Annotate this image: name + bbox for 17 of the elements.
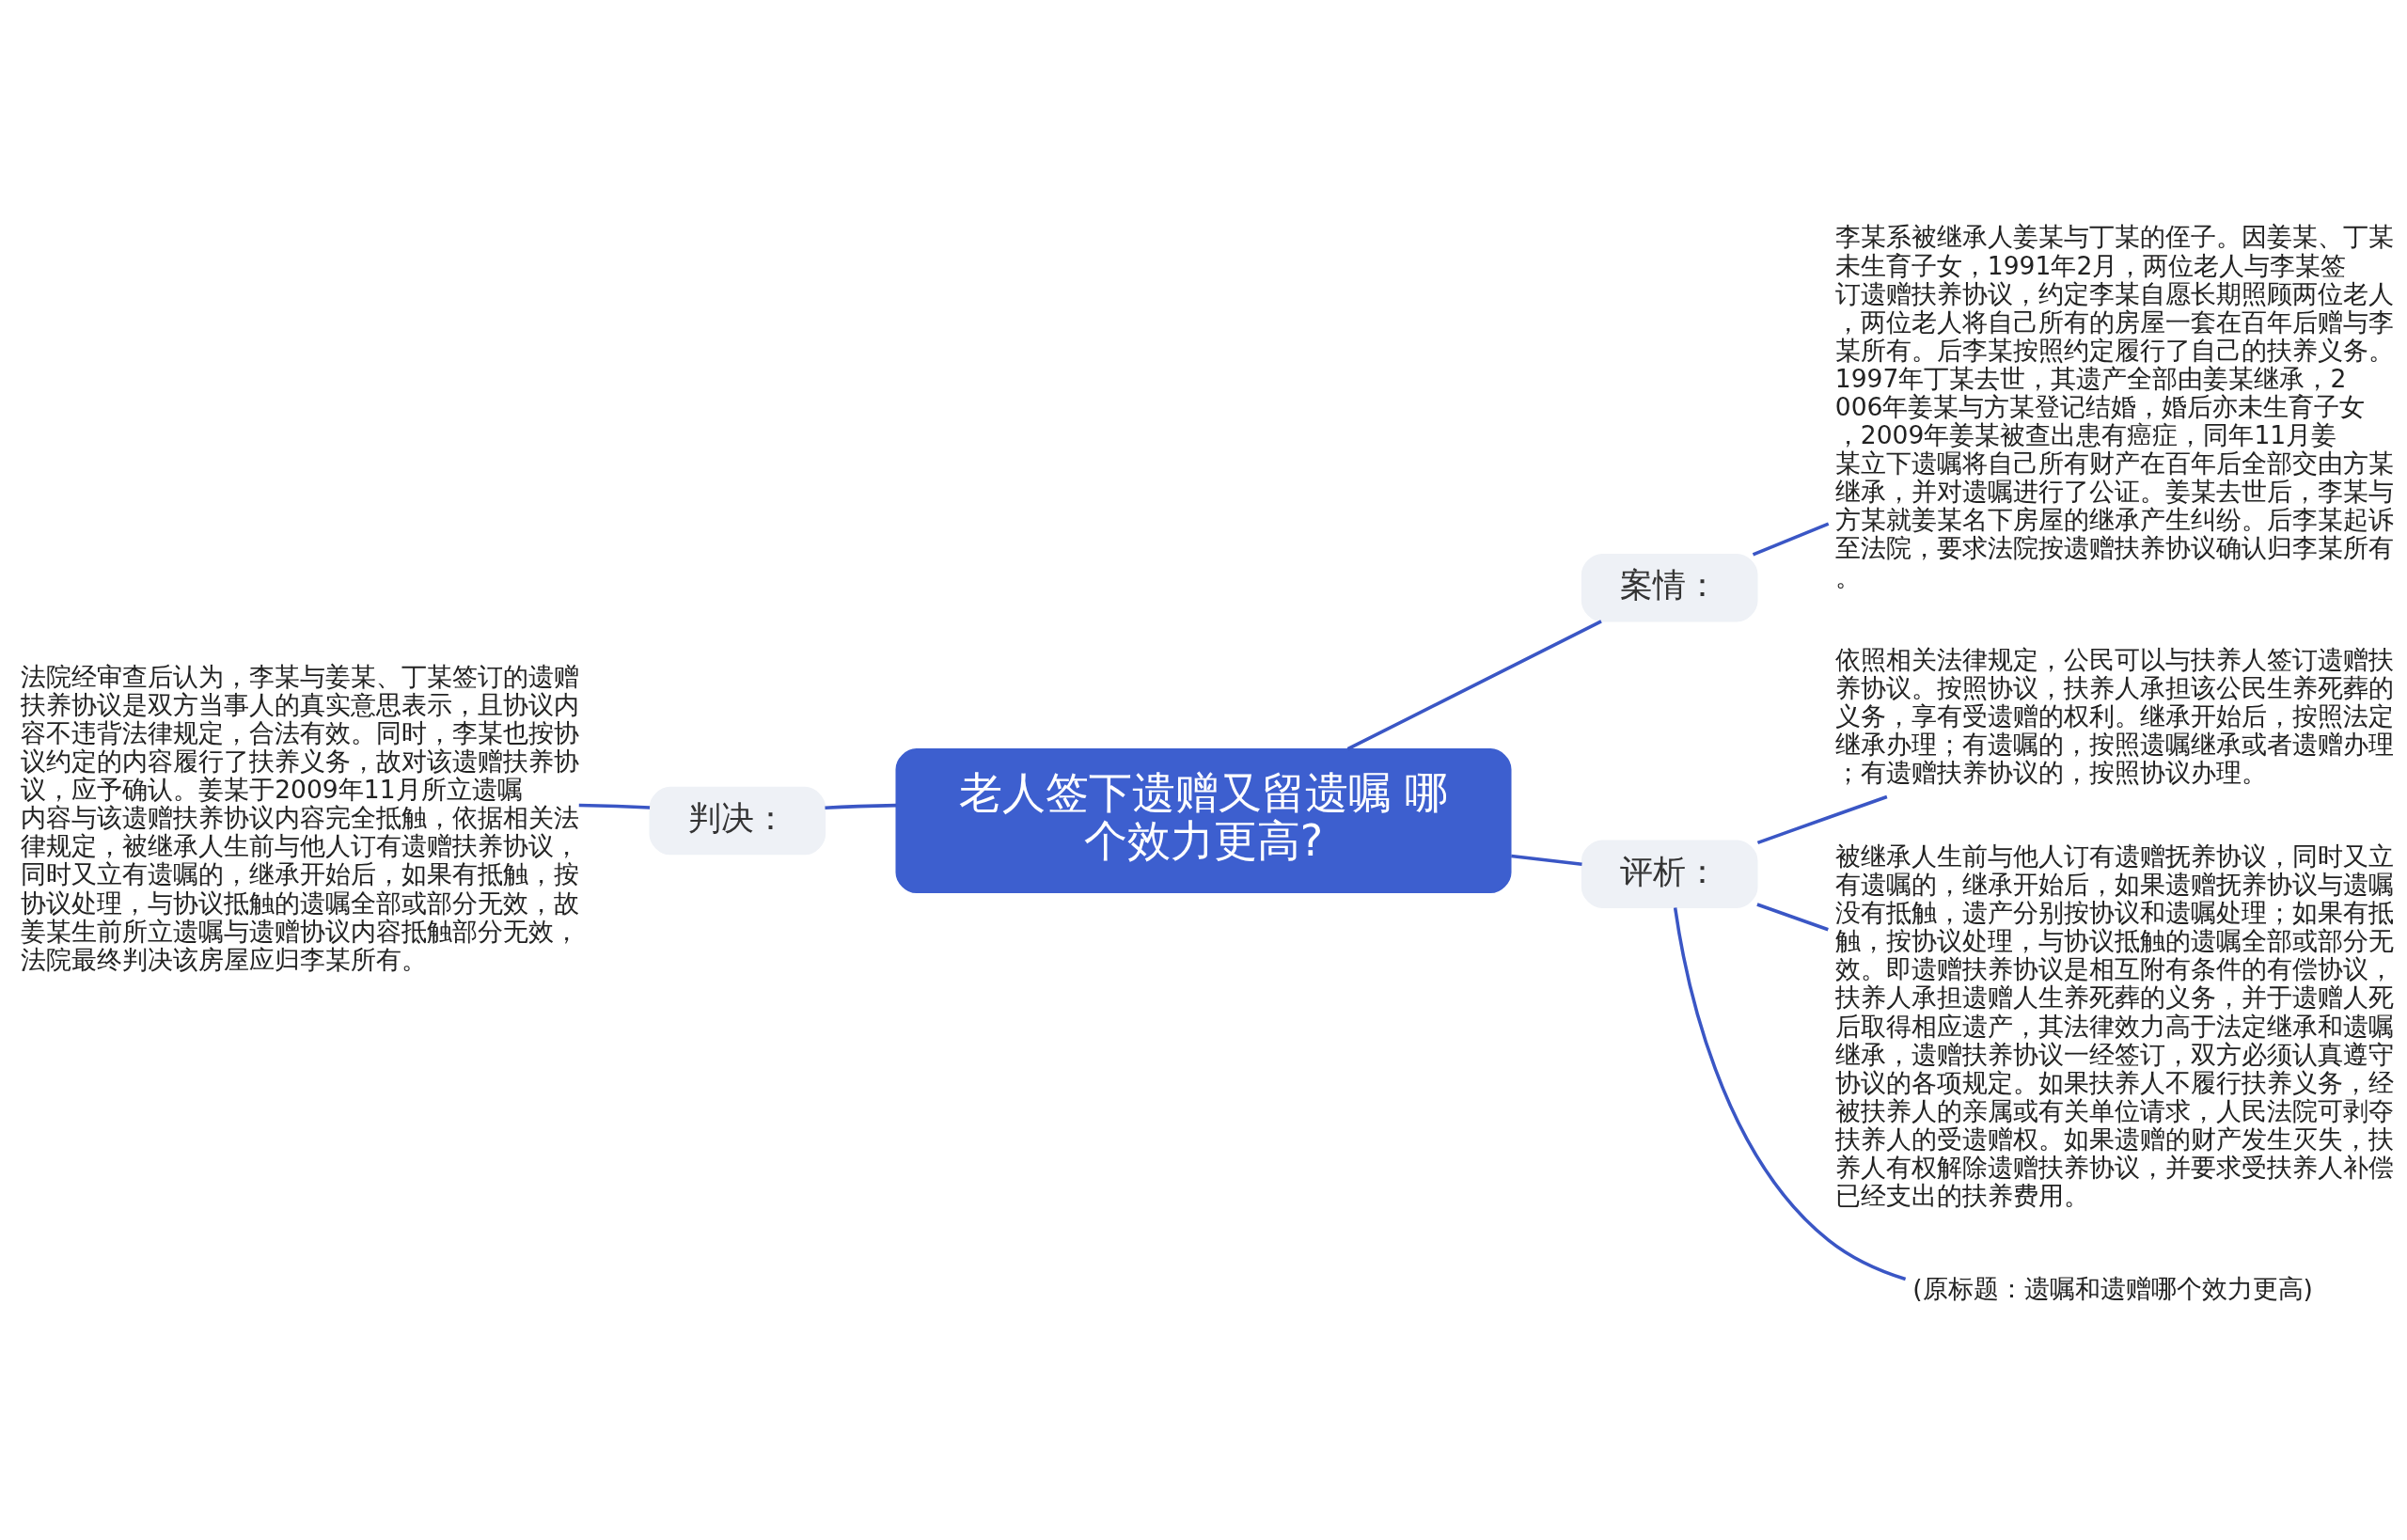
node-box: 老人签下遗赠又留遗嘱 哪个效力更高? [895,747,1512,893]
node-text: (原标题：遗嘱和遗赠哪个效力更高) [1912,1273,2313,1303]
connector [825,803,897,809]
connector [1756,794,1888,844]
connector [578,803,651,809]
connector [1511,854,1582,866]
node-box: 判决： [649,786,826,855]
node-box: 案情： [1581,553,1758,621]
connector [1752,522,1830,556]
connector [1673,906,1907,1281]
node-box: 评析： [1581,839,1758,908]
node-text: 李某系被继承人姜某与丁某的侄子。因姜某、丁某未生育子女，1991年2月，两位老人与李某签订遗赠扶养协议，约定李某自愿长期照顾两位老人，两位老人将自己所有的房屋一套在百年后赠与李某所有。后李某按照约定履行了自己的扶养义务。1997年丁某去世，其遗产全部由姜某继承，2006年姜某与方某登记结婚，婚后亦未生育子女，2009年姜某被查出患有癌症，同年11月姜某立下遗嘱将自己所有财产在百年后全部交由方某继承，并对遗嘱进行了公证。姜某去世后，李某与方某就姜某名下房屋的继承产生纠纷。后李某起诉至法院，要求法院按遗赠扶养协议确认归李某所有。 [1834,221,2394,591]
node-text: 依照相关法律规定，公民可以与扶养人签订遗赠扶养协议。按照协议，扶养人承担该公民生养死葬的义务，享有受遗赠的权利。继承开始后，按照法定继承办理；有遗嘱的，按照遗嘱继承或者遗赠办理；有遗赠扶养协议的，按照协议办理。 [1834,644,2394,787]
connector [1346,619,1602,750]
node-text: 法院经审查后认为，李某与姜某、丁某签订的遗赠扶养协议是双方当事人的真实意思表示，且协议内容不违背法律规定，合法有效。同时，李某也按协议约定的内容履行了扶养义务，故对该遗赠扶养协议，应予确认。姜某于2009年11月所立遗嘱内容与该遗赠扶养协议内容完全抵触，依据相关法律规定，被继承人生前与他人订有遗赠扶养协议，同时又立有遗嘱的，继承开始后，如果有抵触，按协议处理，与协议抵触的遗嘱全部或部分无效，故姜某生前所立遗嘱与遗赠协议内容抵触部分无效，法院最终判决该房屋应归李某所有。 [21,661,580,974]
connector [1756,902,1829,931]
node-text: 被继承人生前与他人订有遗赠抚养协议，同时又立有遗嘱的，继承开始后，如果遗赠抚养协议与遗嘱没有抵触，遗产分别按协议和遗嘱处理；如果有抵触，按协议处理，与协议抵触的遗嘱全部或部分无效。即遗赠扶养协议是相互附有条件的有偿协议，扶养人承担遗赠人生养死葬的义务，并于遗赠人死后取得相应遗产，其法律效力高于法定继承和遗嘱继承，遗赠扶养协议一经签订，双方必须认真遵守协议的各项规定。如果扶养人不履行扶养义务，经被扶养人的亲属或有关单位请求，人民法院可剥夺扶养人的受遗赠权。如果遗赠的财产发生灭失，扶养人有权解除遗赠扶养协议，并要求受扶养人补偿已经支出的扶养费用。 [1834,841,2394,1210]
